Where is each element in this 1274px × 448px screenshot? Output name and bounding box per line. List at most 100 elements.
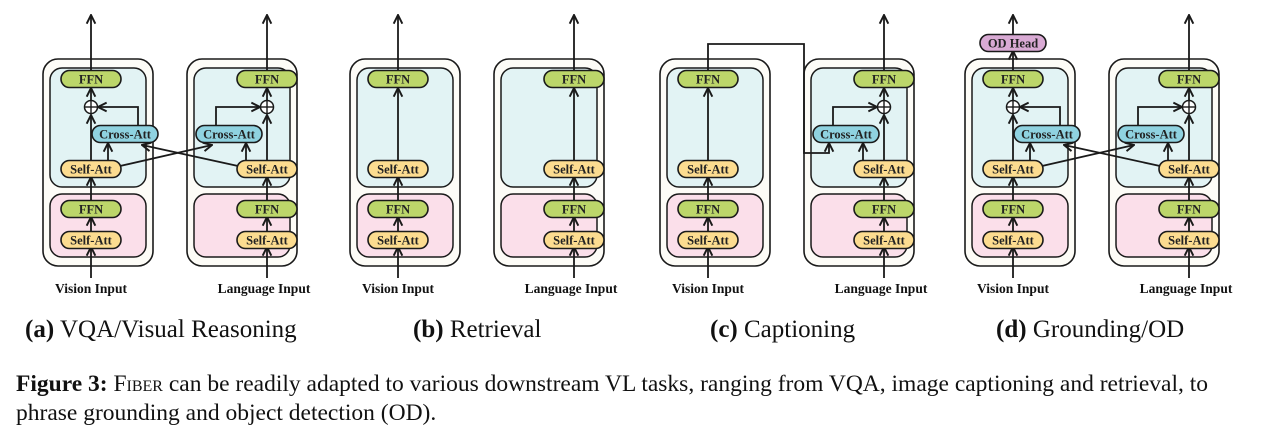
figure-label: Figure 3: [16, 371, 108, 397]
panel-c-language-base-ffn: FFN [853, 199, 915, 219]
panel-c-language-cross-att-label: Cross-Att [820, 127, 873, 141]
panel-a-vision-cross-att-label: Cross-Att [99, 127, 152, 141]
panel-b-vision-fusion-self-att-label: Self-Att [377, 162, 419, 176]
panel-a-vision-cross-att: Cross-Att [91, 124, 159, 144]
panel-d-vision-cross-out-arrow [1020, 107, 1061, 125]
subcaption-a: (a) VQA/Visual Reasoning [25, 316, 297, 344]
panel-c-language-base-self-att-shape [853, 230, 915, 250]
panel-a-v2l-arrow [119, 145, 212, 167]
panel-d-l2v-arrow [1064, 145, 1161, 167]
panel-b-vision-fusion-block [356, 67, 454, 188]
panel-c-language-fusion-ffn-label: FFN [872, 72, 896, 86]
panel-a-language-base-ffn: FFN [236, 199, 298, 219]
panel-c-vision-base-self-att-shape [677, 230, 739, 250]
panel-c-language-cross-att: Cross-Att [812, 124, 880, 144]
panel-a-language-base-ffn-shape [236, 199, 298, 219]
panel-c-language-fusion-self-att-shape [853, 159, 915, 179]
panel-b-language-fusion-ffn-label: FFN [562, 72, 586, 86]
panel-c-language-residual-add [876, 99, 892, 115]
panel-a-vision-fusion-self-att-label: Self-Att [70, 162, 112, 176]
panel-b-vision-fusion-ffn: FFN [367, 69, 429, 89]
panel-d-language-cross-out-arrow [1137, 107, 1182, 125]
panel-d-vision-cross-att-shape [1013, 124, 1081, 144]
subcaption-c-title: Captioning [744, 316, 856, 343]
panel-b-language-fusion-block [500, 67, 598, 188]
panel-a-vision-base-self-att: Self-Att [60, 230, 122, 250]
panel-d-vision-input-label: Vision Input [977, 281, 1049, 296]
panel-c-language-input-label: Language Input [835, 281, 928, 296]
panel-a-language-cross-att: Cross-Att [195, 124, 263, 144]
subcaption-d: (d) Grounding/OD [996, 316, 1184, 344]
panel-a-language-fusion-self-att: Self-Att [236, 159, 298, 179]
subcaption-a-letter: (a) [25, 316, 55, 343]
architecture-figure: Self-AttFFNSelf-AttFFNCross-AttSelf-AttF… [42, 0, 1233, 296]
panel-d-od-head-label: OD Head [988, 36, 1038, 50]
subcaption-a-title: VQA/Visual Reasoning [59, 316, 297, 343]
panel-b-vision-fusion-self-att: Self-Att [367, 159, 429, 179]
panel-a-language-cross-att-shape [195, 124, 263, 144]
subcaption-b-title: Retrieval [449, 316, 542, 343]
panel-d-vision-base-self-att-label: Self-Att [992, 233, 1034, 247]
panel-d-language-base-self-att-label: Self-Att [1168, 233, 1210, 247]
panel-a-language-cross-att-label: Cross-Att [203, 127, 256, 141]
panel-c-vision-to-cross-link [707, 43, 829, 154]
panel-d-language-base-ffn: FFN [1158, 199, 1220, 219]
panel-b-language-input-label: Language Input [525, 281, 618, 296]
panel-c-vision-base-self-att-label: Self-Att [687, 233, 729, 247]
panel-a-language-base-self-att-label: Self-Att [246, 233, 288, 247]
panel-d-od-head-shape [979, 33, 1047, 53]
panel-a-vision-input-label: Vision Input [55, 281, 127, 296]
panel-d-language-fusion-ffn-label: FFN [1177, 72, 1201, 86]
panel-c-vision-base-self-att: Self-Att [677, 230, 739, 250]
panel-b-language-fusion-self-att-label: Self-Att [553, 162, 595, 176]
panel-b-language-base-self-att: Self-Att [543, 230, 605, 250]
panel-d-language-cross-att: Cross-Att [1117, 124, 1185, 144]
panel-b-vision-fusion-ffn-label: FFN [386, 72, 410, 86]
panel-b-language-base-ffn: FFN [543, 199, 605, 219]
model-name: Fiber [113, 371, 163, 397]
panel-b-vision-base-self-att-label: Self-Att [377, 233, 419, 247]
panel-a-language-fusion-ffn: FFN [236, 69, 298, 89]
panel-a-language-fusion-ffn-label: FFN [255, 72, 279, 86]
panel-d-vision-base-ffn: FFN [982, 199, 1044, 219]
panel-b-vision-base-ffn: FFN [367, 199, 429, 219]
subcaption-d-letter: (d) [996, 316, 1027, 343]
panel-a-vision-cross-out-arrow [98, 107, 139, 125]
panel-d-vision-cross-att: Cross-Att [1013, 124, 1081, 144]
figure-caption: Figure 3: Fiber can be readily adapted t… [16, 370, 1266, 428]
panel-b-language-fusion-ffn: FFN [543, 69, 605, 89]
panel-d-language-cross-att-shape [1117, 124, 1185, 144]
panel-d-vision-base-self-att: Self-Att [982, 230, 1044, 250]
panel-a-vision-residual-add [83, 99, 99, 115]
subcaption-d-title: Grounding/OD [1032, 316, 1185, 343]
panel-a-l2v-arrow [142, 145, 239, 167]
panel-d-language-base-ffn-label: FFN [1177, 202, 1201, 216]
panel-d: Self-AttFFNSelf-AttFFNCross-AttSelf-AttF… [964, 15, 1233, 296]
panel-d-language-residual-add [1181, 99, 1197, 115]
panel-d-vision-fusion-self-att: Self-Att [982, 159, 1044, 179]
panel-d-vision-base-self-att-shape [982, 230, 1044, 250]
panel-c-vision-base-ffn-label: FFN [696, 202, 720, 216]
panel-a: Self-AttFFNSelf-AttFFNCross-AttSelf-AttF… [42, 15, 311, 296]
panel-c-language-base-ffn-shape [853, 199, 915, 219]
panel-a-language-fusion-self-att-shape [236, 159, 298, 179]
panel-b-language-fusion-self-att-shape [543, 159, 605, 179]
panel-b-language-base-self-att-shape [543, 230, 605, 250]
panel-b: Self-AttFFNSelf-AttFFNSelf-AttFFNSelf-At… [349, 15, 618, 296]
panel-a-language-fusion-self-att-label: Self-Att [246, 162, 288, 176]
panel-c-vision-base-ffn-shape [677, 199, 739, 219]
panel-c-language-cross-out-arrow [832, 107, 877, 125]
panel-a-vision-base-ffn-label: FFN [79, 202, 103, 216]
subcaption-c-letter: (c) [710, 316, 738, 343]
panel-d-v2l-arrow [1041, 145, 1134, 167]
panel-d-vision-base-ffn-shape [982, 199, 1044, 219]
panel-b-vision-fusion-self-att-shape [367, 159, 429, 179]
panel-c-language-base-self-att: Self-Att [853, 230, 915, 250]
panel-d-language-fusion-self-att: Self-Att [1158, 159, 1220, 179]
panel-a-language-cross-out-arrow [215, 107, 260, 125]
